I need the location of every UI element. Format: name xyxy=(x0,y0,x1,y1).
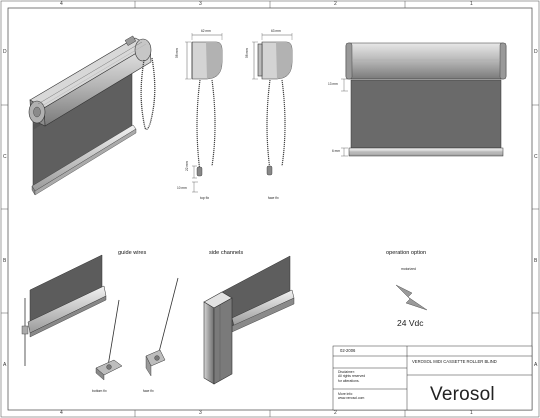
dim-chain-gap: 10 mm xyxy=(177,186,187,190)
title-block-disclaimer: Disclaimer: All rights reserved for alte… xyxy=(338,370,404,383)
zone-left-c: C xyxy=(3,154,7,160)
chain-weight xyxy=(196,166,203,177)
side-channel-detail xyxy=(203,255,295,385)
disclaimer-title: Disclaimer: xyxy=(338,370,355,374)
zone-bottom-2: 2 xyxy=(334,410,337,416)
elevation-fabric xyxy=(350,79,502,149)
caption-bottom-fix: bottom fix xyxy=(92,389,107,393)
heading-guide-wires: guide wires xyxy=(118,250,147,256)
heading-operation-option: operation option xyxy=(386,250,427,256)
face-fix-chain xyxy=(266,79,286,171)
chain-front xyxy=(140,59,146,129)
caption-face-fix-wire: face fix xyxy=(143,389,154,393)
zone-left-b: B xyxy=(3,258,7,264)
zone-bottom-3: 3 xyxy=(199,410,202,416)
zone-left-d: D xyxy=(3,49,7,55)
title-block-more-info: More info: www.verosol.com xyxy=(338,392,404,401)
elevation-cassette xyxy=(345,42,507,80)
dim-chain-small: 22 mm xyxy=(185,161,189,171)
zone-bottom-4: 4 xyxy=(60,410,63,416)
brand-logo-text: Verosol xyxy=(430,384,495,405)
zone-right-b: B xyxy=(534,258,538,264)
zone-top-2: 2 xyxy=(334,1,337,7)
side-channel-profile xyxy=(203,301,215,385)
zone-right-d: D xyxy=(534,49,538,55)
disclaimer-line-1: All rights reserved xyxy=(338,374,366,379)
title-block-date: 02-2006 xyxy=(340,348,356,353)
front-elevation-drawing xyxy=(341,42,507,157)
dim-cassette-offset: 13 mm xyxy=(328,82,338,86)
zone-top-3: 3 xyxy=(199,1,202,7)
guide-wire-detail xyxy=(21,254,179,381)
title-block xyxy=(332,345,533,411)
caption-voltage: 24 Vdc xyxy=(397,318,424,328)
lightning-bolt-icon xyxy=(395,284,428,311)
zone-left-a: A xyxy=(3,362,7,368)
heading-side-channels: side channels xyxy=(209,250,244,256)
caption-motorized: motorized xyxy=(401,267,416,271)
website-link[interactable]: www.verosol.com xyxy=(338,396,365,401)
dim-bottom-bar-offset: 6 mm xyxy=(332,149,340,153)
face-fix-profile xyxy=(252,33,293,80)
dim-face-fix-width: 63 mm xyxy=(271,29,281,33)
dim-top-fix-width: 62 mm xyxy=(201,29,211,33)
zone-right-a: A xyxy=(534,362,538,368)
dim-face-fix-height: 58 mm xyxy=(245,48,249,58)
top-fix-chain xyxy=(196,79,216,173)
title-block-product: VEROSOL MIDI CASSETTE ROLLER BLIND xyxy=(412,359,497,364)
caption-face-fix: face fix xyxy=(268,196,279,200)
isometric-blind-drawing xyxy=(28,35,156,196)
more-info-title: More info: xyxy=(338,392,354,396)
zone-top-4: 4 xyxy=(60,1,63,7)
zone-right-c: C xyxy=(534,154,538,160)
top-fix-profile xyxy=(185,33,223,80)
dim-top-fix-height: 58 mm xyxy=(175,48,179,58)
chain-back xyxy=(149,57,156,125)
disclaimer-line-2: for alterations. xyxy=(338,378,360,383)
caption-top-fix: top fix xyxy=(200,196,210,200)
top-fix-chain-dims xyxy=(192,165,198,193)
zone-bottom-1: 1 xyxy=(470,410,473,416)
right-endcap xyxy=(134,38,152,62)
zone-top-1: 1 xyxy=(470,1,473,7)
